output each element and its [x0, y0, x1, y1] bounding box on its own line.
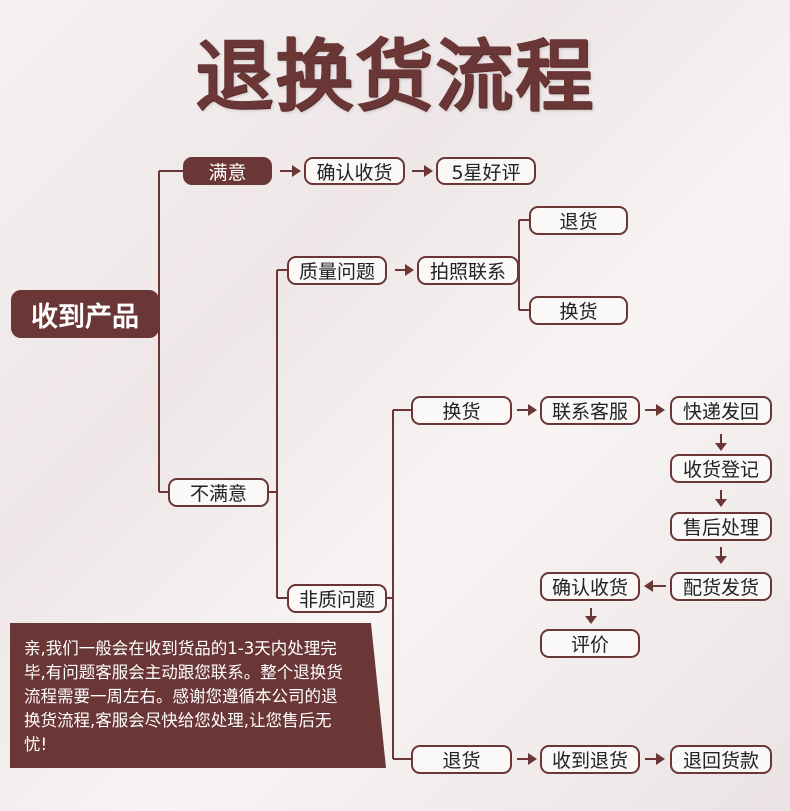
node-return-nonquality: 退货: [411, 745, 512, 774]
node-confirm-receipt: 确认收货: [304, 157, 405, 185]
node-photo-contact: 拍照联系: [417, 256, 519, 285]
node-non-quality: 非质问题: [287, 584, 387, 613]
node-receive-return: 收到退货: [540, 745, 640, 774]
node-after-sales: 售后处理: [670, 512, 772, 541]
node-exchange-quality: 换货: [529, 296, 628, 325]
node-confirm-receipt-2: 确认收货: [540, 572, 640, 601]
node-quality-issue: 质量问题: [287, 256, 387, 285]
node-satisfied: 满意: [183, 157, 272, 185]
node-contact-cs: 联系客服: [540, 396, 640, 425]
node-receive-register: 收货登记: [670, 454, 772, 483]
node-return-quality: 退货: [529, 206, 628, 235]
node-refund: 退回货款: [670, 745, 772, 774]
node-express-back: 快递发回: [670, 396, 772, 425]
service-note: 亲,我们一般会在收到货品的1-3天内处理完毕,有问题客服会主动跟您联系。整个退换…: [10, 623, 386, 768]
node-unsatisfied: 不满意: [168, 478, 269, 507]
node-received: 收到产品: [11, 290, 159, 338]
node-ship-goods: 配货发货: [670, 572, 772, 601]
node-exchange-nonquality: 换货: [411, 396, 512, 425]
node-review: 评价: [540, 629, 640, 658]
node-five-star: 5星好评: [436, 157, 536, 185]
page-title: 退换货流程: [194, 32, 595, 122]
